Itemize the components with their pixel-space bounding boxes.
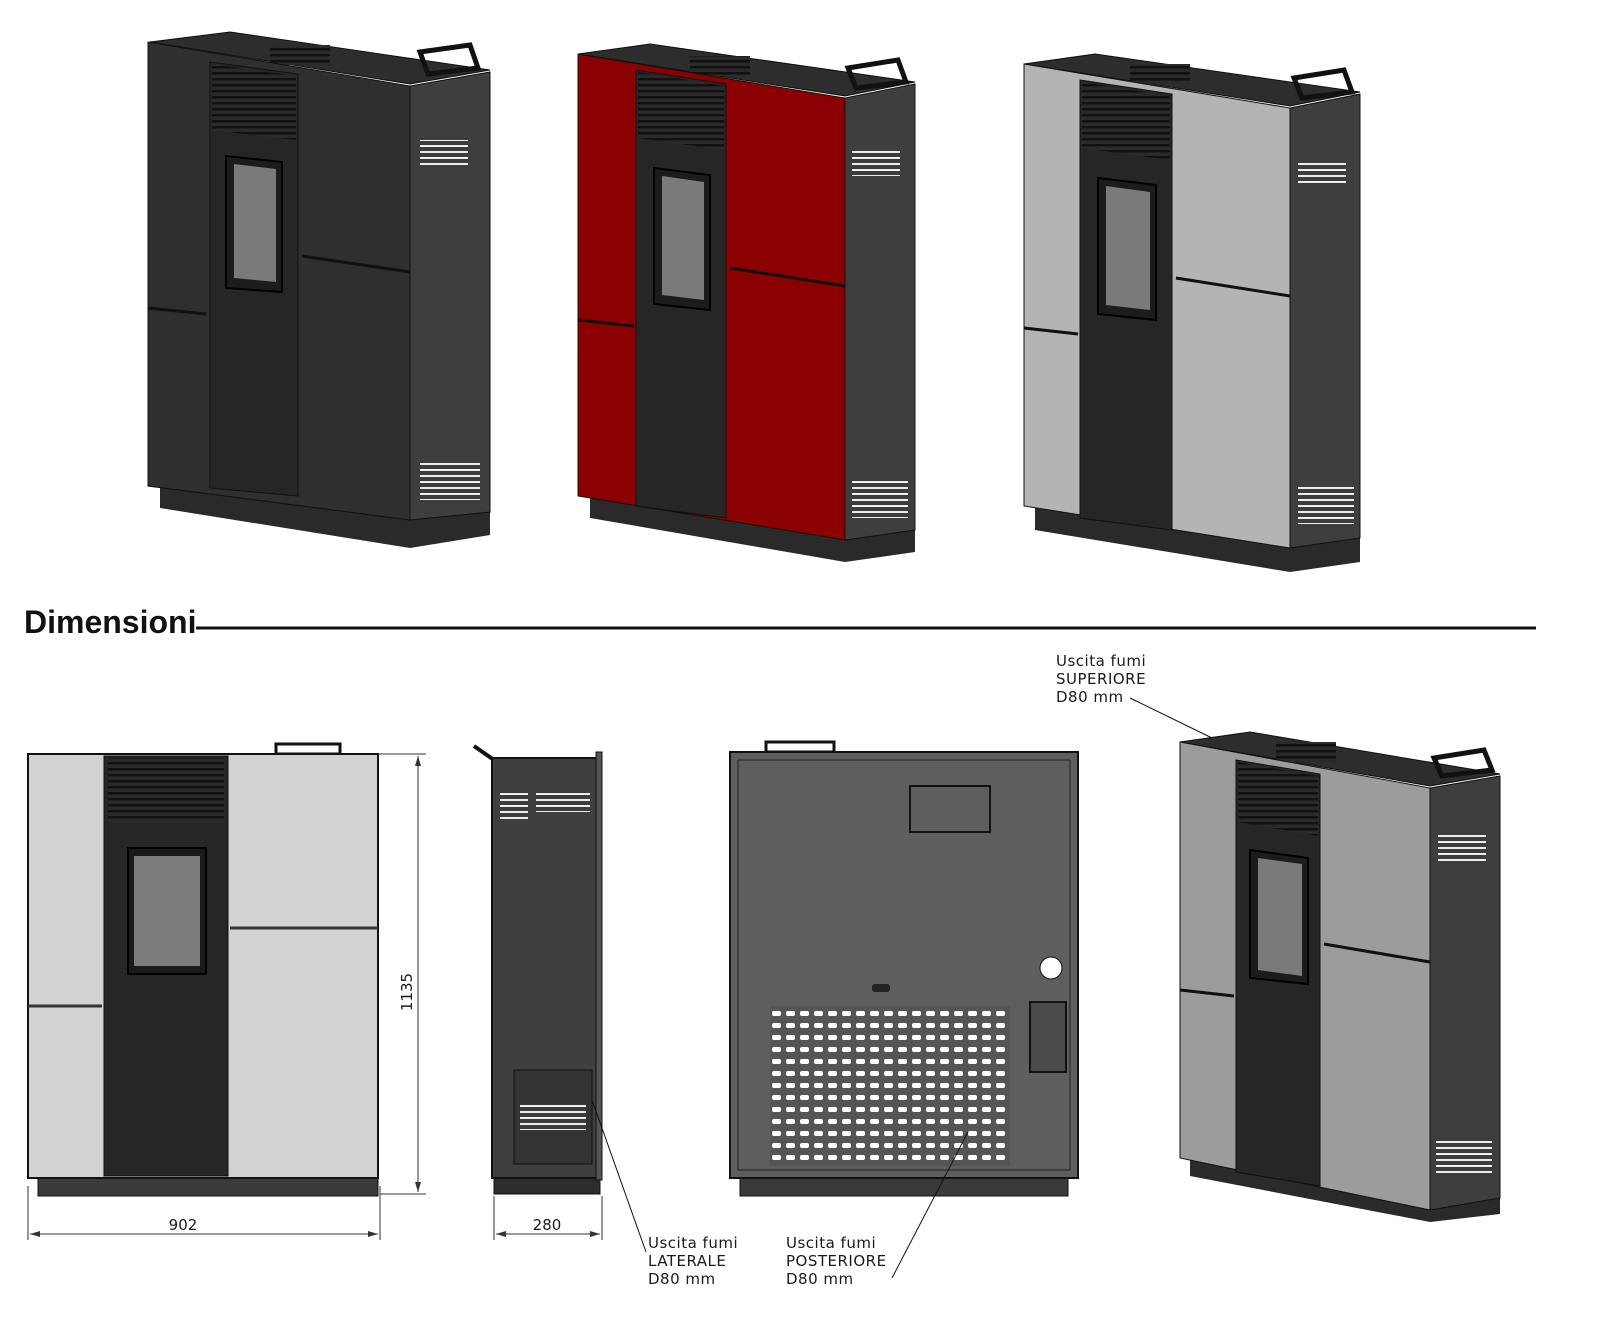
- callout-side-line3: D80 mm: [648, 1270, 716, 1288]
- callout-top-exhaust: Uscita fumi SUPERIORE D80 mm: [1056, 652, 1213, 739]
- callout-top-line2: SUPERIORE: [1056, 670, 1146, 688]
- stove-rear-view: [729, 740, 1079, 1197]
- stove-iso-grey: [1023, 53, 1361, 572]
- callout-side-line1: Uscita fumi: [648, 1234, 738, 1252]
- dimension-width: 902: [27, 1186, 381, 1240]
- stove-front-view: [27, 742, 379, 1197]
- dimension-height-label: 1135: [398, 973, 416, 1011]
- dimension-depth: 280: [493, 1196, 603, 1240]
- stove-side-view: [472, 744, 603, 1195]
- callout-side-exhaust: Uscita fumi LATERALE D80 mm: [591, 1099, 738, 1288]
- callout-top-line1: Uscita fumi: [1056, 652, 1146, 670]
- section-heading: Dimensioni: [24, 604, 197, 640]
- callout-top-line3: D80 mm: [1056, 688, 1124, 706]
- callout-rear-line2: POSTERIORE: [786, 1252, 887, 1270]
- dimension-width-label: 902: [169, 1216, 198, 1234]
- callout-rear-exhaust: Uscita fumi POSTERIORE D80 mm: [786, 1131, 969, 1288]
- stove-iso-grey-small: [1179, 731, 1501, 1222]
- dimension-depth-label: 280: [533, 1216, 562, 1234]
- callout-rear-line3: D80 mm: [786, 1270, 854, 1288]
- stove-iso-red: [577, 43, 916, 562]
- stove-iso-anthracite: [147, 31, 491, 548]
- callout-side-line2: LATERALE: [648, 1252, 726, 1270]
- dimension-height: 1135: [378, 753, 426, 1195]
- callout-rear-line1: Uscita fumi: [786, 1234, 876, 1252]
